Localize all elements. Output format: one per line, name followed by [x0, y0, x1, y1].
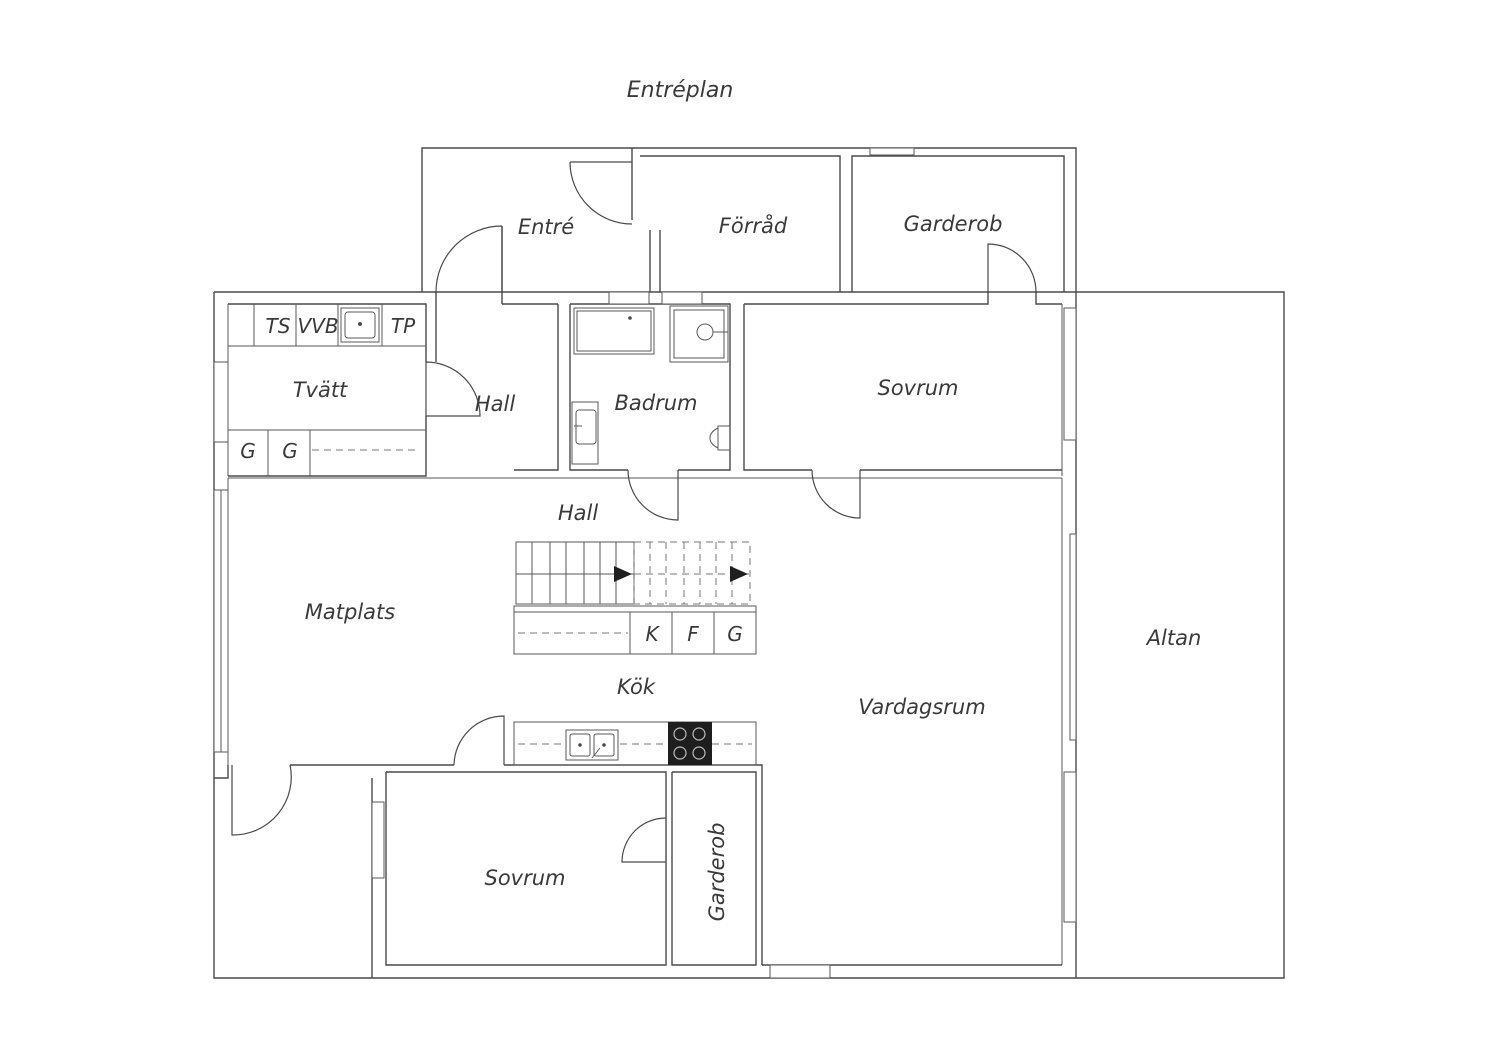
door-garderob-lower — [621, 817, 667, 863]
room-label-forrad: Förråd — [719, 213, 788, 238]
room-label-garderob-top: Garderob — [904, 212, 1003, 236]
kitchen-counter — [513, 721, 757, 766]
toilet-icon — [717, 425, 731, 451]
window — [1069, 533, 1077, 741]
fixture-label-k: K — [645, 622, 660, 646]
room-label-badrum: Badrum — [614, 391, 697, 415]
room-label-kok: Kök — [617, 675, 656, 699]
room-label-hall-lower: Hall — [558, 501, 598, 525]
door-sovrum-lower — [453, 715, 505, 766]
door-garderob-top — [987, 243, 1037, 293]
room-label-altan: Altan — [1145, 626, 1202, 650]
window — [769, 964, 831, 979]
window — [213, 361, 229, 443]
window — [661, 291, 703, 305]
fixture-label-g1: G — [240, 439, 256, 463]
kitchen-sink-icon — [565, 729, 619, 761]
room-label-garderob-lower: Garderob — [705, 823, 729, 922]
room-label-vardagsrum: Vardagsrum — [858, 695, 985, 719]
fixture-label-tp: TP — [391, 314, 416, 338]
tvatt-fixtures — [228, 304, 426, 476]
labels: Entréplan Entré Förråd Garderob Tvätt Ha… — [240, 78, 1201, 921]
door-tvatt — [425, 361, 481, 417]
room-label-sovrum-upper: Sovrum — [877, 376, 958, 400]
stairs-arrow-icon — [614, 566, 632, 582]
fixture-label-g2: G — [282, 439, 298, 463]
badrum-fixtures — [571, 305, 731, 465]
window — [608, 291, 650, 305]
stairs-arrow-icon — [730, 566, 748, 582]
room-label-matplats: Matplats — [305, 600, 395, 624]
door-lower-left — [231, 764, 292, 836]
kitchen-island — [513, 605, 757, 655]
fixture-label-g3: G — [727, 622, 743, 646]
window — [869, 147, 915, 156]
plan-title: Entréplan — [627, 78, 734, 103]
bathtub-icon — [573, 307, 655, 355]
fixture-label-f: F — [687, 622, 699, 646]
window — [1063, 307, 1077, 441]
interior-walls — [214, 148, 1065, 978]
fixture-label-vvb: VVB — [297, 314, 338, 338]
door-sovrum-upper — [811, 469, 861, 519]
hob-icon — [668, 722, 712, 765]
windows — [213, 147, 1077, 979]
door-entre — [569, 161, 633, 225]
stairs — [515, 541, 751, 605]
sink-icon — [340, 307, 380, 343]
door-badrum — [627, 469, 679, 521]
fixture-label-ts: TS — [266, 314, 291, 338]
room-label-tvatt: Tvätt — [293, 378, 348, 402]
room-label-hall-upper: Hall — [475, 392, 515, 416]
room-label-entre: Entré — [518, 215, 574, 239]
room-label-sovrum-lower: Sovrum — [484, 866, 565, 890]
doors — [231, 161, 1037, 863]
shower-icon — [669, 305, 729, 363]
washbasin-icon — [571, 401, 599, 465]
window — [371, 801, 385, 879]
door-corridor — [435, 225, 503, 293]
window — [1063, 771, 1077, 923]
